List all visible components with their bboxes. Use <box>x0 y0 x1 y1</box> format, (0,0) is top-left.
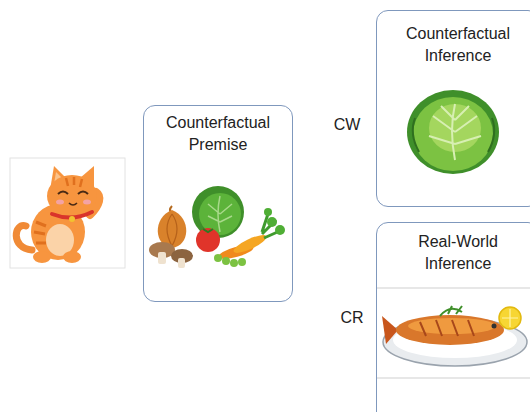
box-heading: Counterfactual Premise <box>144 108 292 159</box>
cabbage-illustration <box>407 90 499 174</box>
cat-illustration <box>10 158 125 268</box>
box-heading: Counterfactual Inference <box>377 19 530 70</box>
vegetables-illustration <box>149 186 285 268</box>
rounded-box: Counterfactual Inference <box>376 10 530 207</box>
relation-label: CW <box>334 116 361 134</box>
rounded-box: Real-World Inference <box>376 222 530 412</box>
rounded-box: Counterfactual Premise <box>143 105 293 302</box>
fish-illustration <box>376 288 530 378</box>
relation-label: CR <box>340 309 363 327</box>
box-heading: Real-World Inference <box>377 227 530 278</box>
